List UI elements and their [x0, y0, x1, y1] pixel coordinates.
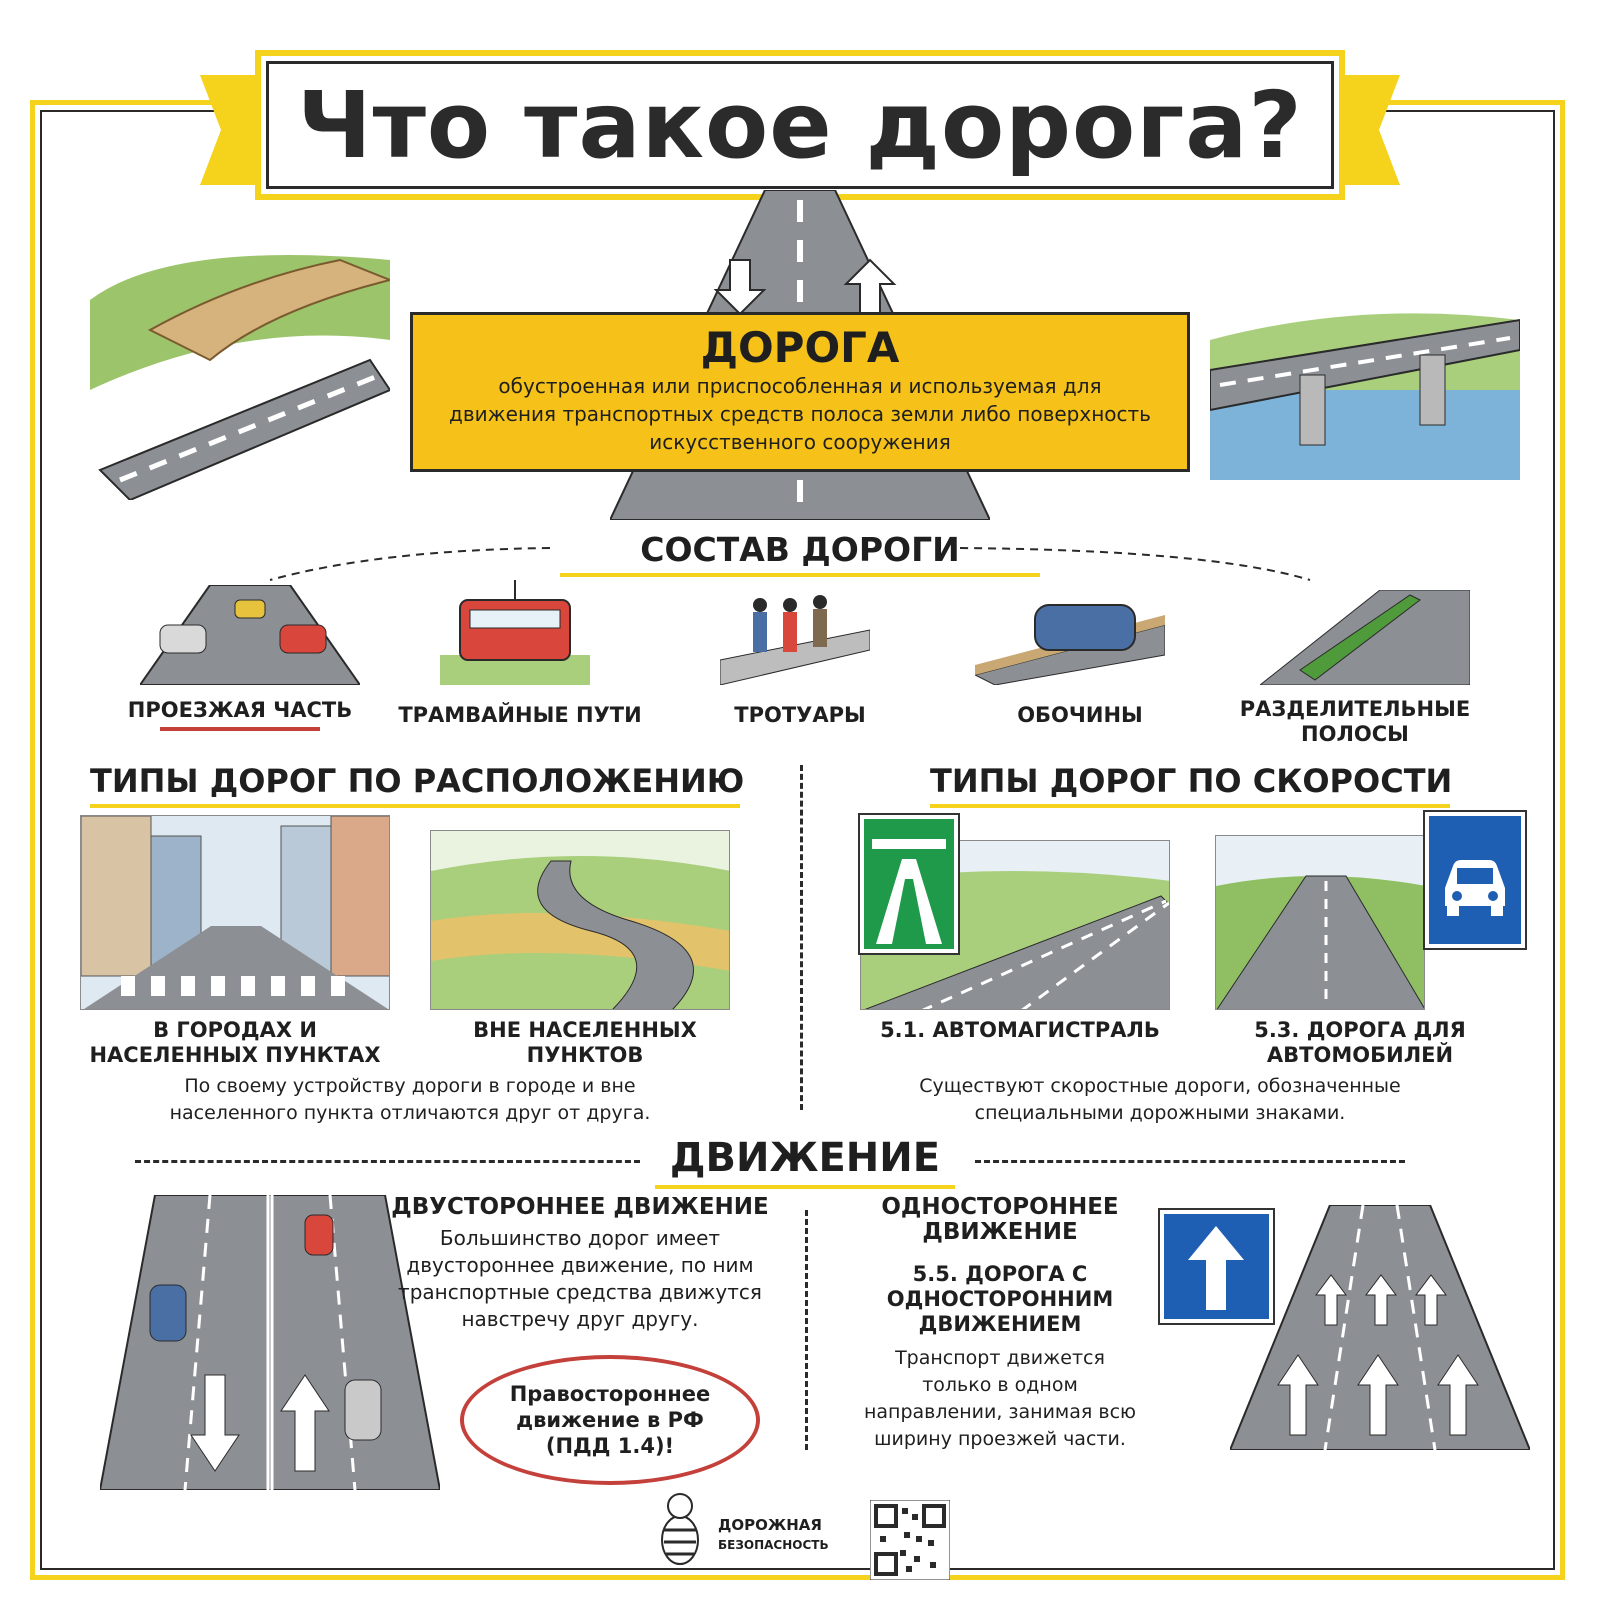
logo-line-1: ДОРОЖНАЯ [718, 1516, 822, 1534]
definition-title: ДОРОГА [700, 323, 900, 372]
shoulders-label: ОБОЧИНЫ [1017, 703, 1143, 727]
city-road-image [80, 815, 390, 1010]
composition-title: СОСТАВ ДОРОГИ [560, 530, 1040, 577]
two-way-text: Большинство дорог имеет двустороннее дви… [398, 1226, 762, 1331]
location-types-title: ТИПЫ ДОРОГ ПО РАСПОЛОЖЕНИЮ [90, 762, 744, 808]
title-banner: Что такое дорога? [255, 50, 1345, 200]
logo-line-2: БЕЗОПАСНОСТЬ [718, 1538, 829, 1552]
tram-tracks-illustration [440, 580, 590, 685]
definition-box: ДОРОГА обустроенная или приспособленная … [410, 312, 1190, 472]
right-hand-traffic-note: Правостороннее движение в РФ (ПДД 1.4)! [460, 1355, 760, 1485]
qr-code-icon [870, 1500, 950, 1580]
road-for-cars-image [1215, 835, 1425, 1010]
sidewalk-illustration [720, 595, 870, 685]
right-hand-traffic-text: Правостороннее движение в РФ (ПДД 1.4)! [509, 1382, 711, 1458]
zebra-mascot-icon [661, 1493, 699, 1565]
rural-road-drawing [431, 856, 729, 1009]
car-icon [1445, 860, 1505, 916]
motorway-label: 5.1. АВТОМАГИСТРАЛЬ [880, 1018, 1160, 1042]
location-description: По своему устройству дороги в городе и в… [169, 1075, 651, 1124]
page-title: Что такое дорога? [297, 71, 1303, 179]
carriageway-label: ПРОЕЗЖАЯ ЧАСТЬ [100, 698, 380, 723]
road-for-cars-sign [1423, 810, 1527, 950]
one-way-title: ОДНОСТОРОННЕЕ ДВИЖЕНИЕ [881, 1194, 1119, 1245]
one-way-sign [1158, 1208, 1275, 1325]
dirt-and-paved-road-illustration [90, 255, 390, 500]
movement-title: ДВИЖЕНИЕ [655, 1135, 955, 1189]
section-divider-vertical [800, 765, 803, 1110]
composition-heading-wrap: СОСТАВ ДОРОГИ [560, 530, 1040, 577]
dividing-strip-illustration [1260, 590, 1470, 685]
sidewalks-label: ТРОТУАРЫ [734, 703, 866, 727]
road-for-cars-drawing [1216, 875, 1424, 1009]
one-way-sign-label: 5.5. ДОРОГА С ОДНОСТОРОННИМ ДВИЖЕНИЕМ [886, 1262, 1114, 1336]
one-way-text: Транспорт движется только в одном направ… [863, 1347, 1137, 1450]
city-road-drawing [81, 816, 389, 1009]
tram-tracks-label: ТРАМВАЙНЫЕ ПУТИ [398, 703, 642, 727]
movement-divider-left [135, 1160, 640, 1163]
city-roads-label: В ГОРОДАХ И НАСЕЛЕННЫХ ПУНКТАХ [89, 1018, 381, 1067]
two-way-road-illustration [100, 1195, 440, 1490]
composition-dashed-arrows [269, 547, 1311, 581]
carriageway-label-text: ПРОЕЗЖАЯ ЧАСТЬ [127, 698, 353, 722]
carriageway-underline [160, 727, 320, 731]
rural-roads-label: ВНЕ НАСЕЛЕННЫХ ПУНКТОВ [473, 1018, 697, 1067]
definition-text: обустроенная или приспособленная и испол… [449, 374, 1151, 454]
motorway-sign [858, 813, 960, 955]
rural-road-image [430, 830, 730, 1010]
carriageway-illustration [140, 585, 360, 685]
movement-divider-right [975, 1160, 1405, 1163]
speed-description: Существуют скоростные дороги, обозначенн… [919, 1075, 1401, 1124]
two-way-title: ДВУСТОРОННЕЕ ДВИЖЕНИЕ [391, 1194, 769, 1220]
dividing-strips-label: РАЗДЕЛИТЕЛЬНЫЕ ПОЛОСЫ [1239, 697, 1471, 746]
arrow-up-icon [1188, 1226, 1244, 1310]
road-for-cars-label: 5.3. ДОРОГА ДЛЯ АВТОМОБИЛЕЙ [1254, 1018, 1466, 1067]
shoulder-illustration [975, 604, 1165, 685]
logo-text: ДОРОЖНАЯ БЕЗОПАСНОСТЬ [718, 1515, 868, 1555]
motorway-sign-icon [872, 839, 946, 944]
one-way-road-illustration [1230, 1205, 1530, 1450]
bridge-illustration [1210, 313, 1520, 480]
speed-types-title: ТИПЫ ДОРОГ ПО СКОРОСТИ [930, 762, 1452, 808]
movement-divider-vertical [805, 1210, 808, 1450]
